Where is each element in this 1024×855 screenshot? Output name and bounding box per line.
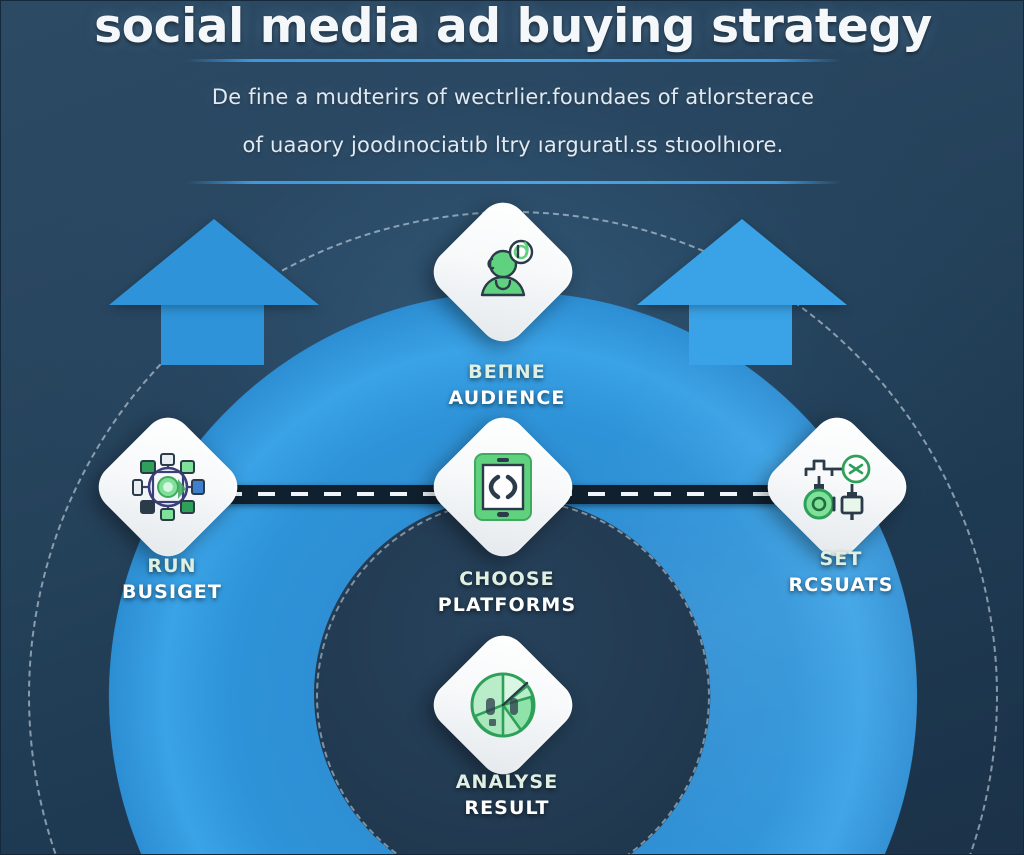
node-label-line2: RCSUATS xyxy=(788,574,894,596)
node-label-run-budget: RUN BUSIGET xyxy=(42,553,302,605)
node-label-line1: BEΠNE xyxy=(468,361,546,383)
pie-chart-analytics-icon xyxy=(467,669,539,741)
node-label-line1: CHOOSE xyxy=(459,568,555,590)
title-rule-top xyxy=(186,59,841,62)
node-label-analyse-result: ANALYSE RESULT xyxy=(377,769,637,821)
node-choose-platforms[interactable] xyxy=(423,407,583,567)
node-label-line1: RUN xyxy=(147,555,197,577)
title-rule-bottom xyxy=(186,181,841,184)
audience-person-search-icon xyxy=(468,237,538,307)
node-label-line2: RESULT xyxy=(464,797,550,819)
subtitle-line-2: of uaaory joodınociatıb ltry ıarguratl.s… xyxy=(242,133,784,157)
node-define-audience[interactable] xyxy=(423,192,583,352)
arrow-stub-right xyxy=(689,303,792,365)
node-label-line2: BUSIGET xyxy=(122,581,222,603)
subtitle-line-1: De fine a mudterirs of wectrlier.foundae… xyxy=(211,85,815,109)
node-label-set-results: SET RCSUATS xyxy=(711,546,971,598)
network-hub-icon xyxy=(131,451,205,523)
node-icon-wrap xyxy=(447,649,559,761)
page-title: social media ad buying strategy xyxy=(94,0,932,54)
node-label-choose-platforms: CHOOSE PLATFORMS xyxy=(377,566,637,618)
node-icon-wrap xyxy=(112,431,224,543)
node-icon-wrap xyxy=(781,431,893,543)
cycle-arrowhead-left xyxy=(109,219,319,305)
node-label-line2: AUDIENCE xyxy=(448,387,566,409)
node-label-define-audience: BEΠNE AUDIENCE xyxy=(377,359,637,411)
node-icon-wrap xyxy=(447,216,559,328)
gear-cluster-icon xyxy=(800,452,874,522)
node-label-line1: SET xyxy=(819,548,863,570)
cycle-arrowhead-right xyxy=(637,219,847,305)
node-set-results[interactable] xyxy=(757,407,917,567)
node-run-budget[interactable] xyxy=(88,407,248,567)
node-label-line1: ANALYSE xyxy=(455,771,559,793)
node-label-line2: PLATFORMS xyxy=(437,594,577,616)
node-analyse-result[interactable] xyxy=(423,625,583,785)
smartphone-icon xyxy=(471,451,535,523)
arrow-stub-left xyxy=(161,303,264,365)
header: social media ad buying strategy De fine … xyxy=(1,0,1023,196)
node-icon-wrap xyxy=(447,431,559,543)
